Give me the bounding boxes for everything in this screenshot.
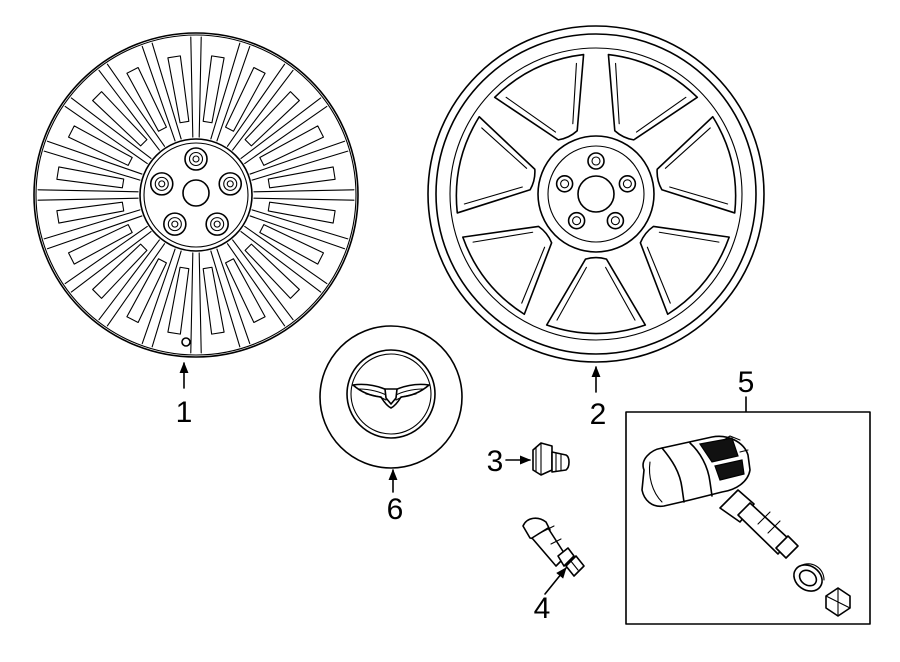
valve-cap-part-3[interactable] xyxy=(532,442,570,476)
wheel-2-lug-holes xyxy=(555,152,637,230)
wheel-1-valve-hole xyxy=(181,337,191,347)
callout-2-label: 2 xyxy=(590,398,607,431)
valve-stem-part-4[interactable] xyxy=(522,517,585,577)
callout-1-label: 1 xyxy=(176,396,193,429)
center-cap-part-6[interactable] xyxy=(319,325,463,469)
callout-6-label: 6 xyxy=(387,493,404,526)
callout-3-label: 3 xyxy=(487,445,504,478)
alloy-wheel-part-1[interactable] xyxy=(33,32,359,358)
wheel-1-lug-holes xyxy=(149,147,243,236)
callout-4-leader xyxy=(544,567,567,595)
wheel-1-spokes xyxy=(37,36,355,354)
callout-4-label: 4 xyxy=(534,592,551,625)
wheel-2-center-bore xyxy=(577,175,615,213)
wheel-1-center-bore xyxy=(182,179,210,207)
spoke-wheel-part-2[interactable] xyxy=(427,25,765,363)
wheel-2-spoke-windows xyxy=(455,53,737,335)
callout-5-label: 5 xyxy=(738,366,755,399)
tpms-sensor-part-5[interactable] xyxy=(641,435,851,617)
winged-emblem-icon xyxy=(352,383,430,409)
